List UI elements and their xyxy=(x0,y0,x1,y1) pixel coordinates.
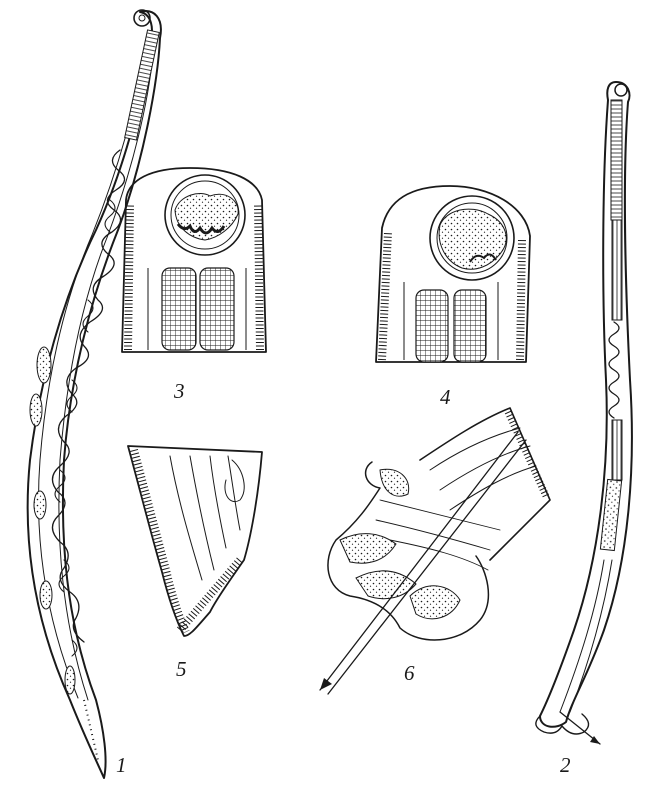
head-end-drawing-3 xyxy=(122,168,266,352)
label-figure-3: 3 xyxy=(173,379,185,403)
label-figure-1: 1 xyxy=(116,753,127,777)
bursa-drawing-6 xyxy=(320,408,550,694)
label-figure-5: 5 xyxy=(176,657,187,681)
head-end-drawing-4 xyxy=(376,186,530,362)
label-figure-4: 4 xyxy=(440,385,451,409)
female-worm-drawing xyxy=(28,10,161,778)
tail-end-drawing-5 xyxy=(128,446,262,636)
label-figure-2: 2 xyxy=(560,753,571,777)
male-worm-drawing xyxy=(536,82,632,744)
label-figure-6: 6 xyxy=(404,661,415,685)
